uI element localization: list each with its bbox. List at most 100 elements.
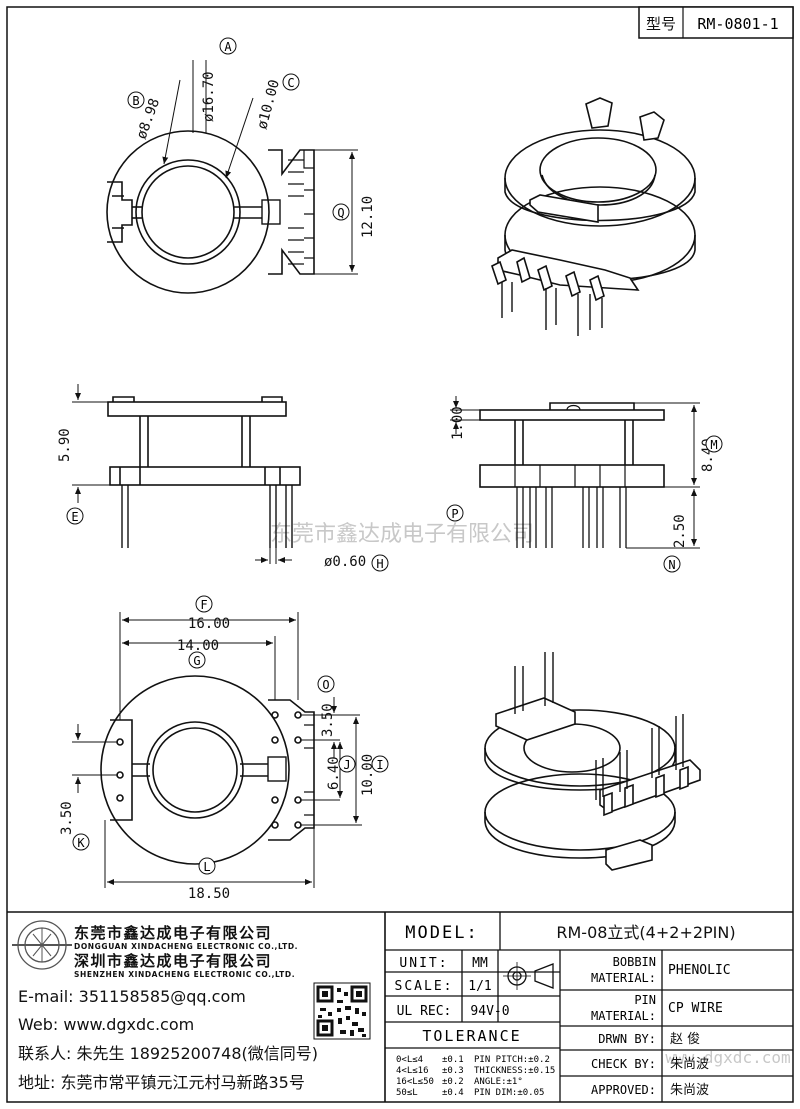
svg-text:E: E [71,510,78,524]
company-name-2: 深圳市鑫达成电子有限公司 [74,952,272,970]
company-name-1: 东莞市鑫达成电子有限公司 [74,924,272,942]
tb-drwn-value: 赵 俊 [670,1032,700,1047]
svg-text:G: G [193,654,200,668]
callout-A: A [219,37,237,55]
tol-range: 4<L≤16 [396,1066,429,1076]
tol-value: ±0.2 [442,1077,464,1087]
svg-text:K: K [77,836,85,850]
side-view-left-dims [72,384,292,564]
dim-v350a: 3.50 [320,703,336,737]
model-header-label: 型号 [646,15,676,33]
model-header-value: RM-0801-1 [697,15,778,33]
svg-text:N: N [668,558,675,572]
dim-d1000: ø10.00 [254,78,283,131]
callout-K: K [72,833,90,851]
svg-text:Q: Q [337,206,344,220]
callout-B: B [127,91,145,109]
tb-scale-value: 1/1 [468,979,491,994]
top-view-dims [162,60,358,275]
model-header: 型号 RM-0801-1 [638,6,794,39]
callout-P: P [446,504,464,522]
watermark-text: 东莞市鑫达成电子有限公司 [270,522,534,547]
svg-text:C: C [287,76,294,90]
qr-code-icon [313,982,371,1040]
svg-text:F: F [200,598,207,612]
callout-I: I [371,755,389,773]
tolerance-table: 0<L≤4 ±0.1 PIN PITCH:±0.2 4<L≤16 ±0.3 TH… [396,1055,555,1098]
callout-O: O [317,675,335,693]
sheet-border [6,6,794,1103]
side-view-right [479,402,665,548]
iso-view-bottom [484,652,701,871]
dim-h1600: 16.00 [188,616,230,632]
side-view-left [107,396,301,548]
callout-M: M [705,435,723,453]
svg-text:A: A [224,40,232,54]
tb-scale-label: SCALE: [395,979,454,994]
callout-F: F [195,595,213,613]
dim-d1670: ø16.70 [201,71,217,122]
tol-note: ANGLE:±1° [474,1077,523,1087]
dim-v350b: 3.50 [59,801,75,835]
svg-text:H: H [376,557,383,571]
title-block [7,911,793,1102]
tol-note: PIN PITCH:±0.2 [474,1055,550,1065]
company-name-2-en: SHENZHEN XINDACHENG ELECTRONIC CO.,LTD. [74,970,295,979]
dim-v1210: 12.10 [360,196,376,238]
tb-model-value: RM-08立式(4+2+2PIN) [556,923,735,942]
svg-text:L: L [203,860,210,874]
bottom-view-dims [72,612,362,888]
callout-G: G [188,651,206,669]
top-view [106,130,315,294]
tb-check-value: 朱尚波 [670,1057,709,1072]
callout-E: E [66,507,84,525]
dim-v590: 5.90 [57,428,73,462]
tb-unit-value: MM [472,956,488,971]
iso-view-top [491,97,696,336]
tol-value: ±0.1 [442,1055,464,1065]
tb-drwn-label: DRWN BY: [598,1032,656,1046]
tol-note: THICKNESS:±0.15 [474,1066,555,1076]
tb-unit-label: UNIT: [399,956,448,971]
callout-H: H [371,554,389,572]
tol-range: 16<L≤50 [396,1077,434,1087]
dim-h1850: 18.50 [188,886,230,902]
tol-range: 50≤L [396,1088,418,1098]
callout-N: N [663,555,681,573]
dim-d060: ø0.60 [324,554,366,570]
tol-range: 0<L≤4 [396,1055,423,1065]
tol-value: ±0.3 [442,1066,464,1076]
dim-v640: 6.40 [326,756,342,790]
svg-text:I: I [376,758,383,772]
tb-approved-value: 朱尚波 [670,1083,709,1098]
svg-text:B: B [132,94,139,108]
bottom-view [100,675,315,865]
tol-note: PIN DIM:±0.05 [474,1088,544,1098]
tb-model-label: MODEL: [405,923,478,943]
company-web: Web: www.dgxdc.com [18,1015,194,1034]
tb-ulrec-value: 94V-0 [470,1004,509,1019]
tb-pin-value: CP WIRE [668,1001,723,1016]
callout-C: C [282,73,300,91]
tb-bobbin-label2: MATERIAL: [591,971,656,985]
company-email: E-mail: 351158585@qq.com [18,987,246,1006]
tb-bobbin-value: PHENOLIC [668,963,731,978]
callout-L: L [198,857,216,875]
tb-approved-label: APPROVED: [591,1083,656,1097]
tb-pin-label1: PIN [634,993,656,1007]
dim-v250: 2.50 [672,514,688,548]
projection-symbol-icon [503,962,554,990]
side-view-right-dims [450,396,700,549]
tb-tolerance-label: TOLERANCE [422,1027,521,1045]
watermark-url: www.dgxdc.com [665,1048,790,1067]
svg-text:J: J [343,758,350,772]
tb-bobbin-label1: BOBBIN [613,955,656,969]
callout-Q: Q [332,203,350,221]
svg-text:M: M [710,438,717,452]
tol-value: ±0.4 [442,1088,464,1098]
dim-h1400: 14.00 [177,638,219,654]
svg-text:O: O [322,678,329,692]
svg-text:P: P [451,507,458,521]
callout-J: J [338,755,356,773]
company-logo-icon [12,920,72,970]
